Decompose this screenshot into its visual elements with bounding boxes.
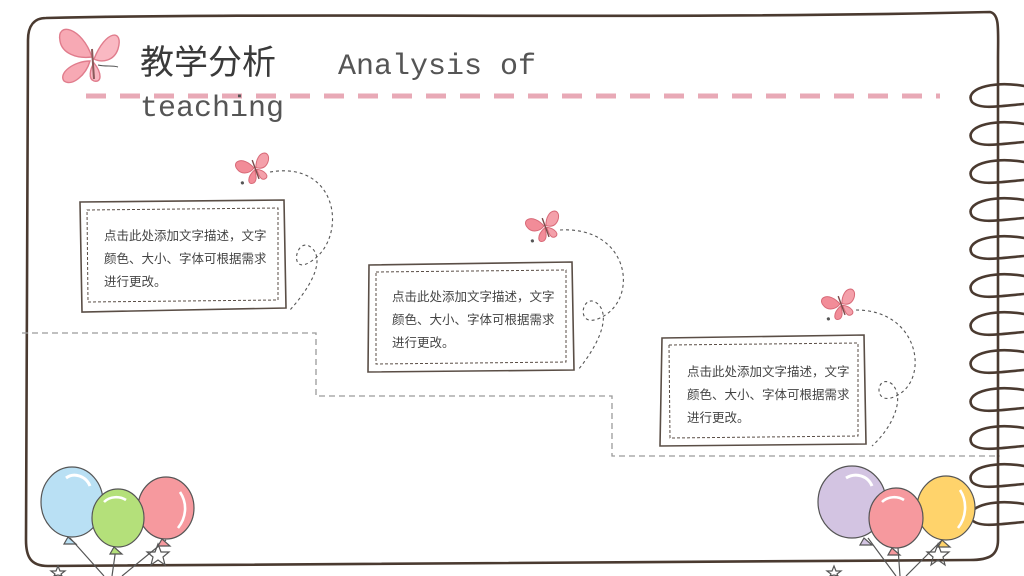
- balloon-icon: [91, 488, 145, 548]
- butterfly-icon: [821, 288, 855, 321]
- balloons-right: [817, 465, 976, 576]
- star-icon: [825, 564, 843, 576]
- star-icon: [49, 564, 67, 576]
- card-frame-3: [659, 334, 867, 447]
- card-text-2[interactable]: 点击此处添加文字描述，文字颜色、大小、字体可根据需求进行更改。: [392, 289, 555, 350]
- balloons-left: [40, 466, 195, 576]
- card-text-1[interactable]: 点击此处添加文字描述，文字颜色、大小、字体可根据需求进行更改。: [104, 228, 267, 289]
- balloon-icon: [868, 487, 924, 549]
- butterfly-flight-paths: [269, 170, 916, 447]
- star-icon: [145, 542, 171, 567]
- butterfly-icon: [235, 152, 269, 185]
- page-title-en: Analysis of teaching: [140, 50, 537, 126]
- card-frame-2: [367, 261, 575, 373]
- title-butterfly-icon: [59, 28, 120, 84]
- butterfly-icon: [525, 210, 559, 243]
- page-title-cn: 教学分析: [140, 43, 276, 83]
- star-icon: [925, 542, 951, 567]
- notebook-border: [24, 10, 1000, 568]
- card-text-3[interactable]: 点击此处添加文字描述，文字颜色、大小、字体可根据需求进行更改。: [687, 364, 850, 425]
- step-dashed-line: [22, 332, 1000, 457]
- card-frame-1: [79, 199, 287, 313]
